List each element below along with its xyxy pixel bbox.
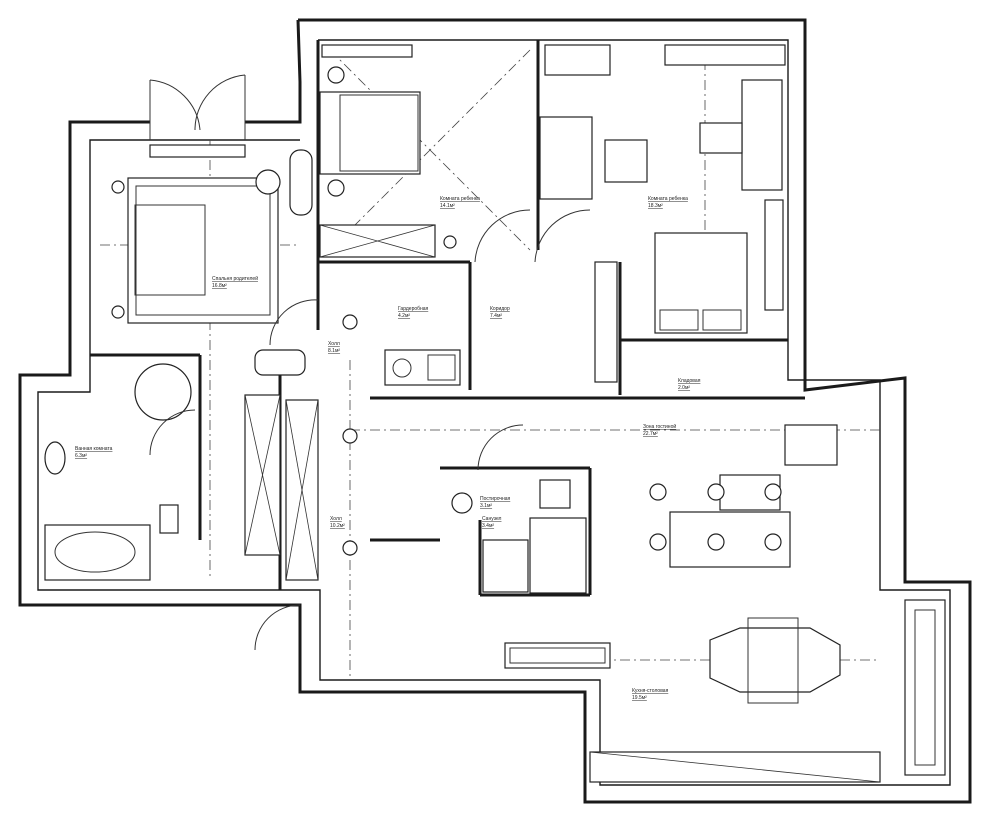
- room-label: Холл: [328, 341, 340, 347]
- room-labels: Спальня родителей 16.8м² Комната ребенка…: [75, 196, 701, 701]
- kitchen-counter: [504, 642, 611, 669]
- room-label: Коридор: [490, 306, 510, 312]
- room-area: 2.0м²: [678, 385, 690, 391]
- room-area: 3.1м²: [480, 503, 492, 509]
- room-area: 4.2м²: [398, 313, 410, 319]
- room-label: Комната ребенка: [648, 196, 688, 202]
- room-label: Кухня-столовая: [632, 688, 669, 694]
- room-label: Кладовая: [678, 378, 701, 384]
- room-label: Зона гостиной: [643, 423, 676, 430]
- doors: [149, 74, 591, 651]
- room-area: 7.4м²: [490, 313, 502, 319]
- room-label: Гардеробная: [398, 306, 429, 312]
- room-area: 19.5м²: [632, 695, 647, 701]
- bathtub: [44, 149, 313, 581]
- room-label: Холл: [330, 516, 342, 522]
- room-area: 10.2м²: [330, 523, 345, 529]
- room-label: Постирочная: [480, 496, 511, 502]
- room-area: 16.8м²: [212, 283, 227, 289]
- wardrobes: [244, 44, 881, 783]
- balcony-radiators: [149, 44, 946, 776]
- bed-master: [127, 177, 279, 324]
- room-area: 3.4м²: [482, 523, 494, 529]
- room-label: Спальня родителей: [212, 275, 258, 282]
- dining-table: [709, 617, 841, 704]
- light-fixtures: [111, 66, 782, 556]
- room-area: 18.3м²: [648, 203, 663, 209]
- desk: [539, 79, 783, 200]
- room-label: Санузел: [482, 516, 502, 522]
- room-area: 22.7м²: [643, 431, 658, 437]
- room-area: 6.3м²: [75, 453, 87, 459]
- outer-walls: [18, 18, 972, 804]
- sofa: [669, 424, 838, 568]
- room-area: 8.1м²: [328, 348, 340, 354]
- room-label: Ванная комната: [75, 446, 113, 452]
- bed-3: [654, 232, 748, 334]
- room-area: 14.1м²: [440, 203, 455, 209]
- room-label: Комната ребенка: [440, 196, 480, 202]
- bed-2: [319, 91, 421, 175]
- wc-fixtures: [384, 349, 587, 594]
